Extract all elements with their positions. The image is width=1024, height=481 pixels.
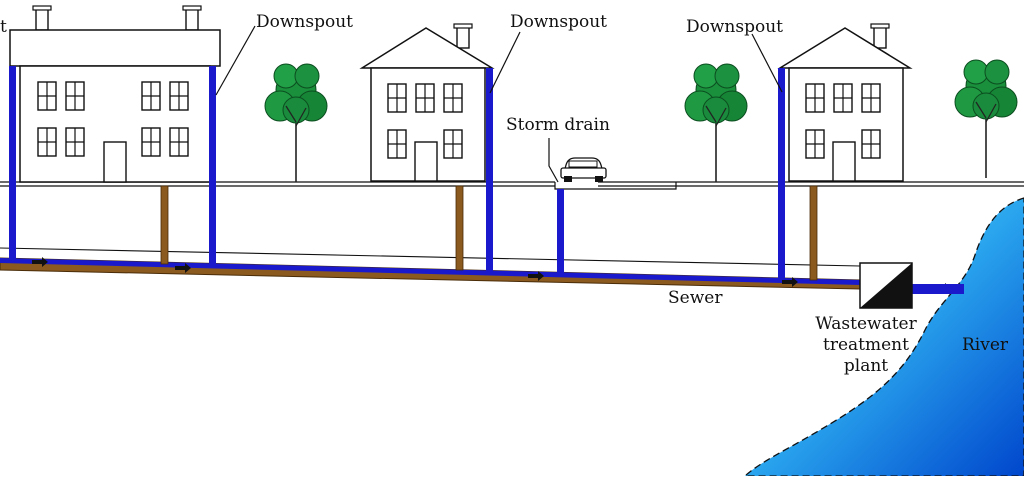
river <box>743 197 1024 477</box>
sewer-main <box>0 247 861 290</box>
downspouts <box>9 66 785 278</box>
river-label: River <box>962 335 1009 355</box>
downspout-label-2: Downspout <box>510 12 607 32</box>
outflow-pipe <box>912 284 964 294</box>
car <box>560 157 607 182</box>
tree-1 <box>264 63 328 183</box>
treatment-plant-icon <box>859 262 913 309</box>
treatment-plant-label-line3: plant <box>843 356 889 376</box>
tree-3 <box>954 59 1018 179</box>
house-right <box>777 23 913 182</box>
storm-drain-label: Storm drain <box>506 115 610 135</box>
leader-lines <box>215 25 783 183</box>
tree-2 <box>684 63 748 183</box>
ground-surface <box>0 181 1024 190</box>
sewage-laterals <box>160 185 818 281</box>
treatment-plant-label-line2: treatment <box>823 335 909 355</box>
treatment-plant-label-line1: Wastewater <box>815 314 917 334</box>
downspout-label-cut: t <box>0 17 7 37</box>
sewer-label: Sewer <box>668 288 723 308</box>
downspout-label-1: Downspout <box>256 12 353 32</box>
house-middle <box>359 23 495 182</box>
house-large <box>9 5 221 183</box>
downspout-label-3: Downspout <box>686 17 783 37</box>
treatment-plant-label: Wastewater treatment plant <box>806 314 926 377</box>
